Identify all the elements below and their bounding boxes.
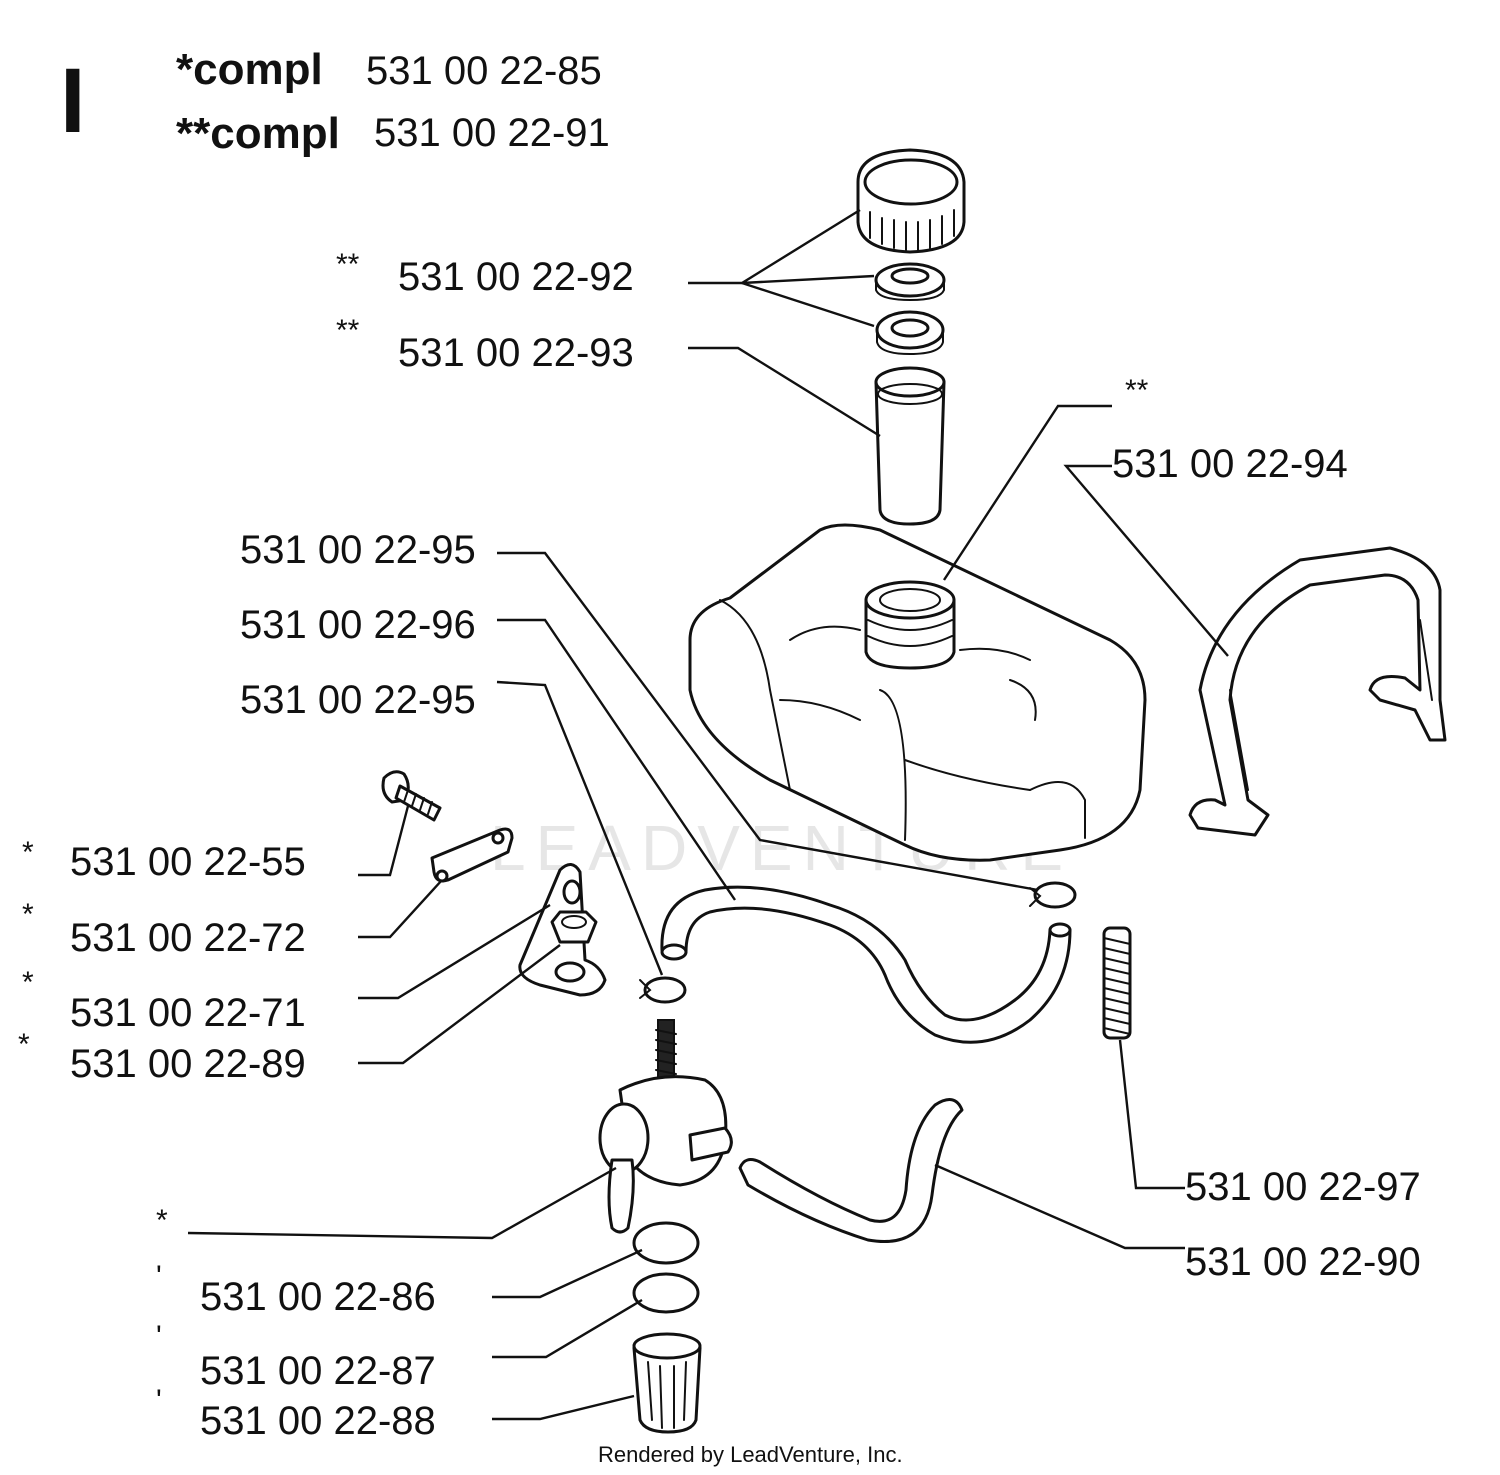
marker-p55: * — [22, 836, 34, 869]
cap-seal-drawing — [875, 310, 945, 356]
part-number-p89: 531 00 22-89 — [70, 1042, 306, 1086]
compl1-label: *compl — [176, 45, 323, 94]
marker-fuel-tap: * — [156, 1204, 168, 1237]
bracket-drawing — [518, 863, 607, 997]
part-number-p97: 531 00 22-97 — [1185, 1165, 1421, 1209]
leader-lines — [187, 208, 1229, 1421]
fuel-hose-lower-drawing — [738, 1098, 964, 1243]
clip-plate-drawing — [430, 827, 514, 883]
fuel-tap-drawing — [598, 1019, 733, 1234]
cap-gasket-drawing — [874, 262, 946, 302]
marker-tank: ** — [1125, 374, 1149, 407]
part-number-p88: 531 00 22-88 — [200, 1399, 436, 1443]
part-number-p94: 531 00 22-94 — [1112, 442, 1348, 486]
marker-p88: ' — [156, 1384, 162, 1417]
marker-p89: * — [18, 1028, 30, 1061]
part-number-p92: 531 00 22-92 — [398, 255, 634, 299]
part-number-p90: 531 00 22-90 — [1185, 1240, 1421, 1284]
strainer-tube-drawing — [874, 366, 946, 526]
marker-p72: * — [22, 898, 34, 931]
section-letter: I — [60, 50, 86, 152]
fuel-tank-drawing — [688, 523, 1147, 862]
part-number-p86: 531 00 22-86 — [200, 1275, 436, 1319]
o-ring-lower-drawing — [632, 1272, 700, 1314]
compl2-label: **compl — [176, 109, 340, 158]
marker-p93: ** — [336, 314, 360, 347]
spring-drawing — [1102, 926, 1132, 1040]
hose-clamp-right-drawing — [1029, 881, 1077, 909]
part-number-p55: 531 00 22-55 — [70, 840, 306, 884]
marker-p87: ' — [156, 1320, 162, 1353]
sediment-bowl-drawing — [632, 1332, 702, 1434]
marker-p92: ** — [336, 248, 360, 281]
part-number-p72: 531 00 22-72 — [70, 916, 306, 960]
handle-drawing — [1188, 546, 1447, 837]
part-number-p95b: 531 00 22-95 — [240, 678, 476, 722]
part-number-p93: 531 00 22-93 — [398, 331, 634, 375]
part-number-p96: 531 00 22-96 — [240, 603, 476, 647]
marker-p86: ' — [156, 1260, 162, 1293]
fuel-hose-upper-drawing — [660, 885, 1072, 1044]
fuel-cap-drawing — [856, 148, 966, 254]
hose-clamp-left-drawing — [639, 976, 687, 1004]
footer-credit: Rendered by LeadVenture, Inc. — [598, 1442, 903, 1467]
part-number-p71: 531 00 22-71 — [70, 991, 306, 1035]
marker-p71: * — [22, 966, 34, 999]
part-number-p95a: 531 00 22-95 — [240, 528, 476, 572]
compl2-number: 531 00 22-91 — [374, 111, 610, 155]
o-ring-upper-drawing — [632, 1221, 700, 1265]
part-number-p87: 531 00 22-87 — [200, 1349, 436, 1393]
screw-drawing — [381, 770, 442, 822]
compl1-number: 531 00 22-85 — [366, 49, 602, 93]
